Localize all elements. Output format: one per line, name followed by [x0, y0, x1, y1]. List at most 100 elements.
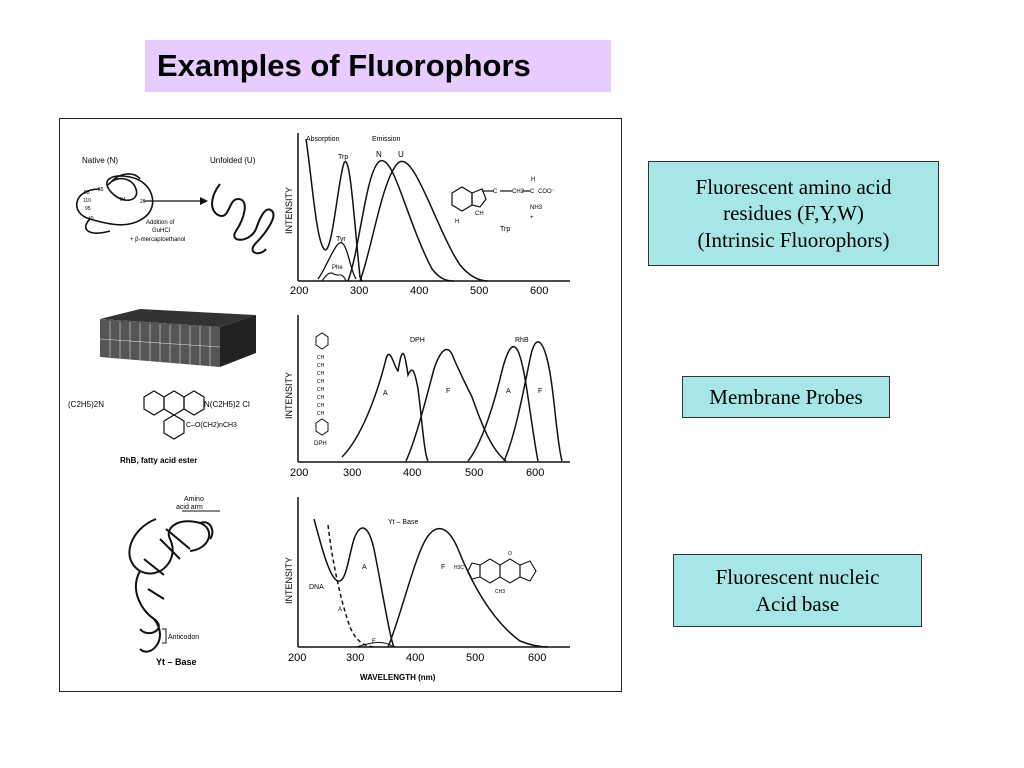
- svg-text:58: 58: [84, 190, 90, 196]
- tick-300-c1: 300: [350, 285, 368, 297]
- figure-drawing: Native (N) 58 65 110 95 40 84 26 Addition o…: [68, 133, 570, 682]
- svg-text:110: 110: [83, 198, 91, 204]
- tick-600-c1: 600: [530, 285, 548, 297]
- tick-500-c3: 500: [466, 652, 484, 664]
- tick-500-c2: 500: [465, 467, 483, 479]
- tick-400-c1: 400: [410, 285, 428, 297]
- svg-text:CH3: CH3: [495, 589, 505, 595]
- slide-title: Examples of Fluorophors: [157, 48, 531, 83]
- rhb-ester: C–O(CH2)nCH3: [186, 422, 237, 429]
- svg-text:CH: CH: [317, 387, 325, 393]
- tick-600-c2: 600: [526, 467, 544, 479]
- svg-text:H: H: [455, 219, 459, 225]
- dph-a-label: A: [383, 390, 388, 397]
- native-label: Native (N): [82, 156, 118, 165]
- rhb-ester-label: RhB, fatty acid ester: [120, 456, 197, 465]
- amino-acid-label-box: Fluorescent amino acid residues (F,Y,W) …: [648, 161, 939, 266]
- spectrum-chart-1: INTENSITY 200 300 400 500 600 Absorption…: [284, 133, 570, 297]
- tick-500-c1: 500: [470, 285, 488, 297]
- svg-text:CH: CH: [317, 395, 325, 401]
- addition-line3: + β-mercaptoethanol: [130, 237, 185, 243]
- svg-text:H: H: [531, 177, 535, 183]
- svg-text:CH: CH: [317, 379, 325, 385]
- absorption-label: Absorption: [306, 136, 340, 143]
- tick-300-c3: 300: [346, 652, 364, 664]
- u-label: U: [398, 150, 404, 159]
- svg-text:COO⁻: COO⁻: [538, 189, 555, 195]
- svg-text:DPH: DPH: [314, 441, 327, 447]
- dph-chart-label: DPH: [410, 337, 425, 344]
- amino-line1: Fluorescent amino acid: [695, 175, 892, 200]
- svg-text:CH: CH: [317, 403, 325, 409]
- svg-text:C: C: [493, 189, 498, 195]
- y-axis-label-3: INTENSITY: [284, 557, 294, 604]
- trp-molecule: [451, 186, 530, 212]
- rhb-a-label: A: [506, 388, 511, 395]
- addition-line1: Addition of: [146, 220, 175, 226]
- y-axis-label-2: INTENSITY: [284, 372, 294, 419]
- tick-600-c3: 600: [528, 652, 546, 664]
- tick-300-c2: 300: [343, 467, 361, 479]
- addition-line2: GuHCl: [152, 228, 170, 234]
- y-axis-label-1: INTENSITY: [284, 187, 294, 234]
- amino-arm-line1: Amino: [184, 496, 204, 503]
- svg-text:84: 84: [120, 197, 126, 203]
- nucleic-line1: Fluorescent nucleic: [715, 565, 880, 590]
- trna-diagram: [128, 518, 214, 653]
- svg-text:65: 65: [98, 187, 104, 193]
- spectrum-chart-3: INTENSITY 200 300 400 500 600 WAVELENGTH…: [284, 497, 570, 682]
- svg-text:26: 26: [140, 199, 146, 205]
- phe-label: Phe: [332, 265, 343, 271]
- membrane-probes-label-box: Membrane Probes: [682, 376, 890, 418]
- svg-text:NH3: NH3: [530, 205, 543, 211]
- svg-text:40: 40: [88, 216, 94, 222]
- x-axis-label: WAVELENGTH (nm): [360, 673, 436, 682]
- amino-line2: residues (F,Y,W): [723, 201, 864, 226]
- nucleic-acid-label-box: Fluorescent nucleic Acid base: [673, 554, 922, 627]
- svg-text:95: 95: [85, 206, 91, 212]
- svg-text:CH: CH: [317, 411, 325, 417]
- emission-label: Emission: [372, 136, 401, 143]
- svg-text:CH: CH: [475, 211, 484, 217]
- svg-text:CH2: CH2: [512, 189, 525, 195]
- amino-arm-line2: acid arm: [176, 504, 203, 511]
- tick-400-c2: 400: [403, 467, 421, 479]
- mol-trp-label: Trp: [500, 226, 510, 233]
- n-label: N: [376, 150, 382, 159]
- svg-text:C: C: [530, 189, 535, 195]
- native-protein-diagram: [75, 173, 154, 234]
- rhb-f-label: F: [538, 388, 542, 395]
- anticodon-label: Anticodon: [168, 634, 199, 641]
- dna-a-label: A: [338, 607, 342, 613]
- spectrum-chart-2: INTENSITY 200 300 400 500 600 DPH RhB A …: [284, 315, 570, 479]
- yt-base-molecule: [467, 558, 537, 584]
- dna-f-label: F: [372, 639, 376, 645]
- title-box: Examples of Fluorophors: [145, 40, 611, 92]
- svg-text:H3C: H3C: [454, 565, 464, 571]
- rhb-chart-label: RhB: [515, 337, 529, 344]
- svg-text:O: O: [508, 551, 512, 557]
- dna-label: DNA: [309, 584, 324, 591]
- nucleic-line2: Acid base: [755, 591, 840, 616]
- yt-base-label: Yt – Base: [156, 657, 197, 667]
- tyr-label: Tyr: [336, 236, 346, 243]
- yt-base-chart-label: Yt – Base: [388, 519, 418, 526]
- unfolded-label: Unfolded (U): [210, 156, 256, 165]
- tick-200-c1: 200: [290, 285, 308, 297]
- dph-f-label: F: [446, 388, 450, 395]
- yt-f-label: F: [441, 564, 445, 571]
- rhb-formula-right: N(C2H5)2 Cl: [204, 400, 250, 409]
- tick-200-c2: 200: [290, 467, 308, 479]
- svg-text:CH: CH: [317, 355, 325, 361]
- svg-text:CH: CH: [317, 363, 325, 369]
- rhb-formula-left: (C2H5)2N: [68, 400, 104, 409]
- trp-label: Trp: [338, 154, 348, 161]
- svg-text:CH: CH: [317, 371, 325, 377]
- membrane-bilayer-diagram: [99, 309, 256, 367]
- yt-a-label: A: [362, 564, 367, 571]
- unfolded-protein-diagram: [211, 183, 275, 255]
- amino-line3: (Intrinsic Fluorophors): [697, 227, 890, 252]
- fluorophore-figure: Native (N) 58 65 110 95 40 84 26 Addition o…: [59, 118, 622, 692]
- membrane-line1: Membrane Probes: [709, 384, 863, 409]
- tick-200-c3: 200: [288, 652, 306, 664]
